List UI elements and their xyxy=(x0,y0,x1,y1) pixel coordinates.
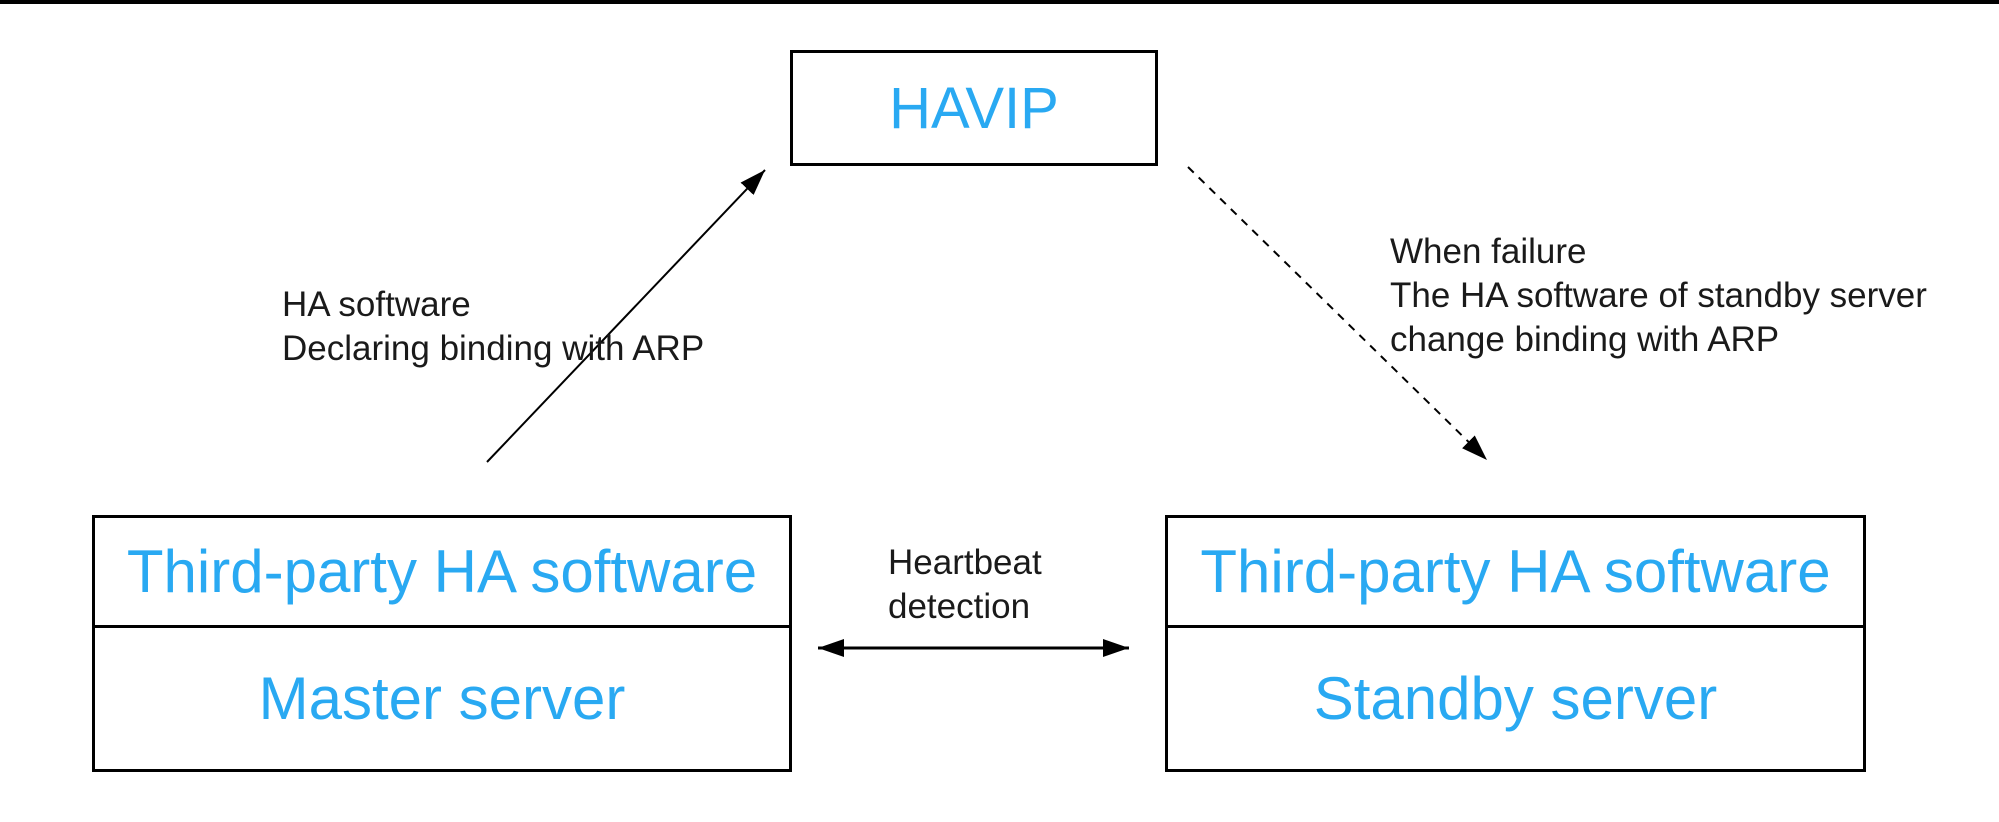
master-server-node: Third-party HA software Master server xyxy=(92,515,792,772)
top-border-bar xyxy=(0,0,1999,4)
master-ha-software-label: Third-party HA software xyxy=(126,538,758,605)
master-server-label: Master server xyxy=(258,665,626,732)
havip-label: HAVIP xyxy=(889,75,1059,141)
standby-ha-software-section: Third-party HA software xyxy=(1168,518,1863,628)
standby-server-label: Standby server xyxy=(1313,665,1718,732)
master-ha-software-section: Third-party HA software xyxy=(95,518,789,628)
heartbeat-label-line1: Heartbeat xyxy=(888,543,1042,582)
failover-label-line3: change binding with ARP xyxy=(1390,320,1780,359)
failover-label: When failure The HA software of standby … xyxy=(1390,230,1927,362)
failover-label-line2: The HA software of standby server xyxy=(1390,276,1927,315)
failover-label-line1: When failure xyxy=(1390,232,1587,271)
declare-binding-label-line1: HA software xyxy=(282,285,471,324)
master-server-section: Master server xyxy=(95,628,789,769)
standby-server-section: Standby server xyxy=(1168,628,1863,769)
declare-binding-arrow xyxy=(486,169,766,463)
standby-ha-software-label: Third-party HA software xyxy=(1200,538,1831,605)
heartbeat-label: Heartbeat detection xyxy=(888,541,1042,629)
declare-binding-label-line2: Declaring binding with ARP xyxy=(282,329,705,368)
havip-node: HAVIP xyxy=(790,50,1158,166)
heartbeat-label-line2: detection xyxy=(888,587,1031,626)
failover-binding-arrow xyxy=(1187,166,1488,461)
declare-binding-label: HA software Declaring binding with ARP xyxy=(282,283,704,371)
standby-server-node: Third-party HA software Standby server xyxy=(1165,515,1866,772)
